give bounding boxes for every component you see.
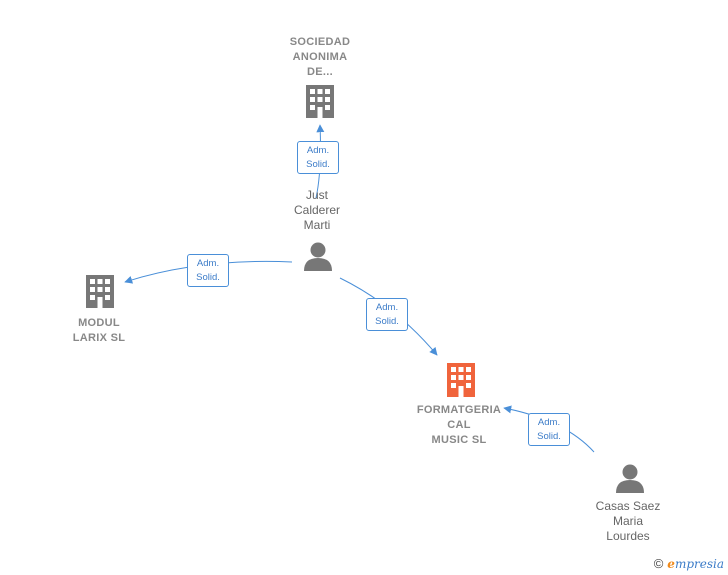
edge-label-casas-formatgeria: Adm. Solid.: [528, 413, 570, 446]
person-icon[interactable]: [616, 464, 644, 494]
person-icon[interactable]: [304, 242, 332, 272]
edge-label-line: Solid.: [375, 316, 399, 327]
building-icon[interactable]: [306, 85, 334, 118]
edge-label-line: Adm.: [537, 417, 561, 428]
company-label-modul[interactable]: MODUL LARIX SL: [72, 317, 126, 344]
person-label-just[interactable]: Just Calderer Marti: [293, 188, 341, 232]
brand-rest: mpresia: [674, 556, 724, 571]
building-icon[interactable]: [447, 363, 475, 397]
person-label-casas[interactable]: Casas Saez Maria Lourdes: [595, 499, 661, 543]
edge-label-line: Solid.: [306, 159, 330, 170]
edge-label-line: Adm.: [196, 258, 220, 269]
edge-label-just-formatgeria: Adm. Solid.: [366, 298, 408, 331]
brand-logo[interactable]: empresia: [667, 557, 724, 571]
building-icon[interactable]: [86, 275, 114, 308]
copyright-icon: ©: [653, 556, 664, 571]
edge-label-line: Solid.: [196, 272, 220, 283]
brand-initial: e: [667, 556, 675, 571]
footer-watermark: © empresia: [654, 556, 724, 571]
edge-label-line: Solid.: [537, 431, 561, 442]
company-label-sociedad[interactable]: SOCIEDAD ANONIMA DE...: [289, 36, 351, 78]
edge-label-just-sociedad: Adm. Solid.: [297, 141, 339, 174]
company-label-formatgeria[interactable]: FORMATGERIA CAL MUSIC SL: [416, 404, 502, 446]
edge-label-line: Adm.: [375, 302, 399, 313]
edge-label-line: Adm.: [306, 145, 330, 156]
edge-label-just-modul: Adm. Solid.: [187, 254, 229, 287]
